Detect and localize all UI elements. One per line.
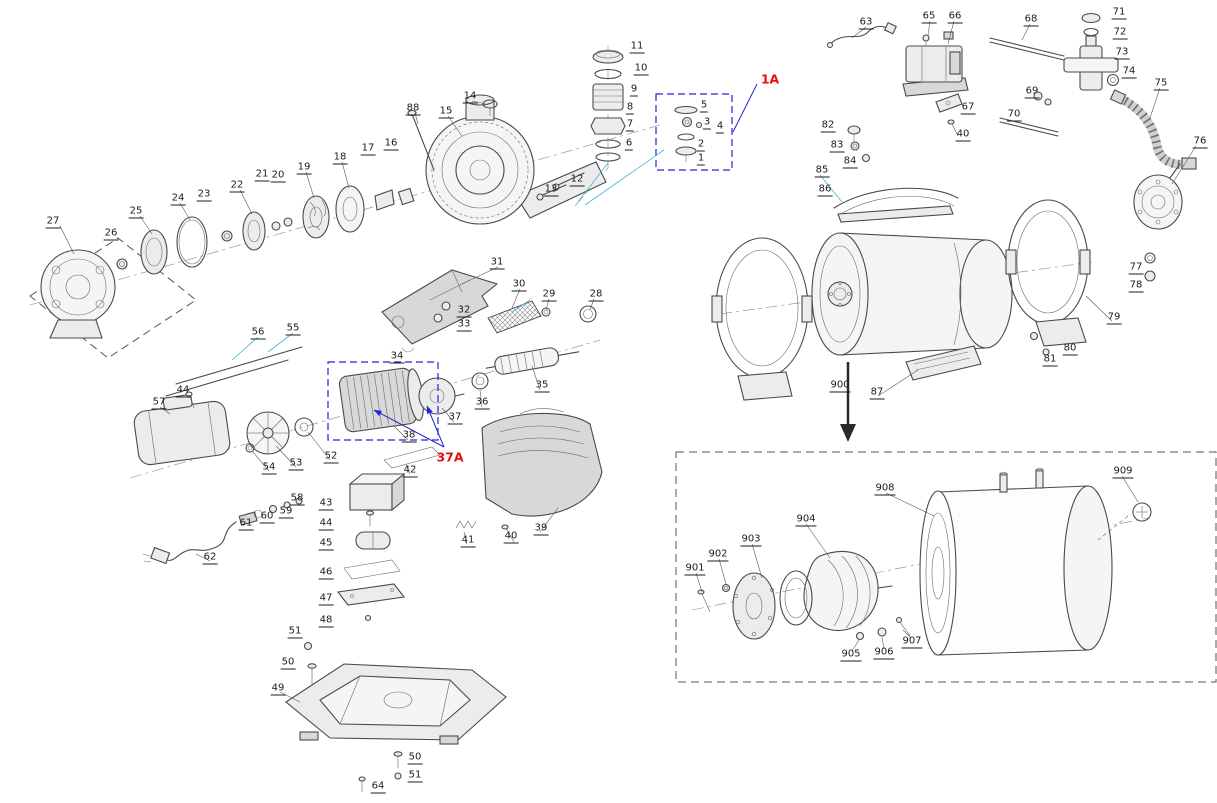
drain-hose: [826, 21, 897, 49]
flexible-hose: [1109, 89, 1197, 170]
switch-bracket: [935, 93, 963, 113]
nameplate: [905, 345, 982, 381]
shaft-spring: [485, 347, 580, 375]
tank-clamp-left: [711, 237, 813, 401]
filter-screen: [487, 300, 597, 334]
bearing-front: [471, 372, 489, 390]
diaphragm: [803, 550, 893, 632]
terminal-box-stack: [336, 472, 406, 622]
five-way-connector: [1063, 12, 1120, 91]
impeller: [302, 195, 330, 239]
fastener-row: [238, 497, 303, 526]
rear-pump-body: [383, 408, 603, 543]
ejector-assembly: [381, 269, 499, 353]
gasket: [343, 559, 401, 580]
check-valve-group: [584, 83, 758, 206]
leader-lines: [59, 20, 1197, 703]
pump-housing: [425, 94, 607, 225]
detail-tank: [919, 467, 1129, 656]
selection-box-1a: [655, 93, 733, 171]
stator: [338, 367, 424, 433]
pressure-switch: [902, 31, 969, 137]
power-cable: [142, 521, 237, 565]
rotor: [418, 377, 465, 415]
detail-view-box: [675, 451, 1217, 683]
detail-cap: [1132, 502, 1152, 522]
cover-plate: [336, 583, 406, 606]
cooling-fan: [246, 411, 290, 455]
suction-stack: [577, 49, 626, 203]
venturi: [374, 189, 395, 211]
tie-rods: [165, 332, 303, 409]
tank-handle: [833, 125, 959, 223]
body-gasket: [383, 446, 441, 469]
motor-flange: [40, 249, 116, 339]
tank-clamp-right: [1005, 199, 1091, 356]
seal-disc-chain: [116, 185, 415, 275]
housing-bolts: [407, 109, 585, 201]
bearing-rear: [245, 417, 314, 453]
selection-box-37a: [327, 361, 439, 441]
spring: [455, 520, 477, 529]
tank-flange-parts: [697, 570, 911, 641]
connection-pipes: [989, 37, 1065, 137]
pump-flange: [1133, 163, 1183, 282]
pump-base: [285, 641, 507, 792]
motor-core: [327, 361, 465, 448]
zoom-arrow: [840, 362, 856, 442]
motor-housing: [133, 394, 231, 466]
pressure-tank: [811, 232, 1013, 356]
